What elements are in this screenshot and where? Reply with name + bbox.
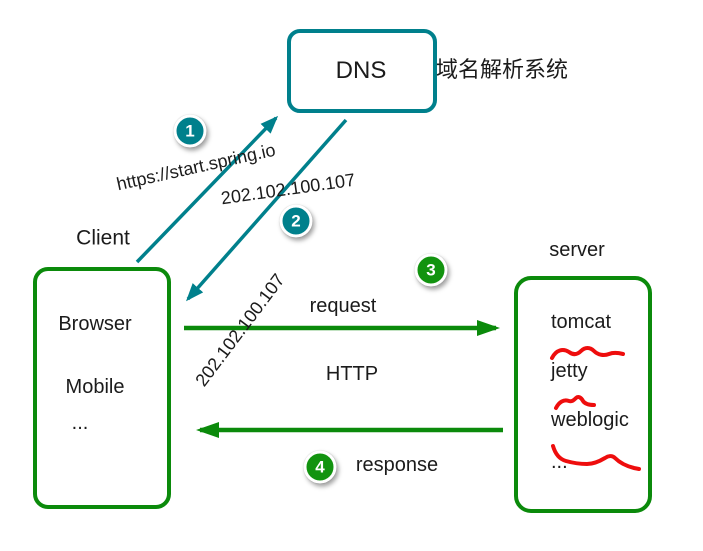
client-caption: Client: [76, 226, 130, 250]
server-item-weblogic: weblogic: [551, 409, 629, 431]
client-ip-label: 202.102.100.107: [191, 270, 289, 390]
dns-box: [287, 29, 437, 113]
response-label: response: [355, 454, 439, 476]
server-item-jetty: jetty: [551, 360, 588, 382]
dns-caption: 域名解析系统: [435, 57, 569, 82]
server-caption: server: [549, 239, 605, 261]
request-label: request: [309, 295, 377, 317]
http-label: HTTP: [325, 363, 379, 385]
server-item-ellipsis: ...: [551, 451, 568, 473]
step-badge-1: 1: [173, 114, 207, 148]
step-badge-2: 2: [279, 204, 313, 238]
step-badge-4: 4: [303, 450, 337, 484]
server-box: [514, 276, 652, 513]
step-badge-3: 3: [414, 253, 448, 287]
dns-label: DNS: [335, 57, 387, 84]
server-item-tomcat: tomcat: [551, 311, 612, 333]
resolved-ip-label: 202.102.100.107: [219, 169, 357, 209]
client-item-browser: Browser: [58, 313, 132, 335]
client-item-mobile: Mobile: [65, 376, 125, 398]
client-item-ellipsis: ...: [71, 412, 89, 434]
client-box: [33, 267, 171, 509]
